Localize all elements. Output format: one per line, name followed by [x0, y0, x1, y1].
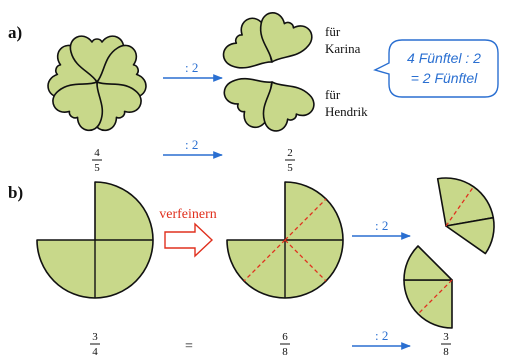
frac-a-right-den: 5: [287, 162, 293, 174]
frac-a-right-num: 2: [287, 147, 293, 159]
for-karina-line1: für: [325, 24, 341, 39]
pieces-upper: [438, 170, 500, 259]
part-a-label: a): [8, 23, 22, 42]
pieces-lower: [404, 246, 452, 328]
flower-hendrik: [220, 62, 318, 135]
frac-a-left-num: 4: [94, 147, 100, 159]
flower-four-fifths: [45, 36, 149, 135]
frac-b-left-num: 3: [92, 331, 98, 343]
op-b-top: : 2: [375, 218, 388, 233]
bubble-line2: = 2 Fünftel: [411, 70, 478, 86]
bubble-line1: 4 Fünftel : 2: [407, 50, 481, 66]
equals-sign: =: [185, 339, 193, 354]
for-hendrik-line2: Hendrik: [325, 104, 368, 119]
op-b-bottom: : 2: [375, 328, 388, 343]
op-a-bottom: : 2: [185, 137, 198, 152]
speech-bubble: [375, 40, 498, 97]
frac-b-right-den: 8: [443, 346, 449, 358]
frac-b-left-den: 4: [92, 346, 98, 358]
refine-label: verfeinern: [159, 207, 217, 222]
op-a-top: : 2: [185, 60, 198, 75]
frac-b-mid-num: 6: [282, 331, 288, 343]
flower-karina: [219, 9, 315, 84]
frac-b-mid-den: 8: [282, 346, 288, 358]
refine-arrow: [165, 224, 212, 256]
for-karina-line2: Karina: [325, 41, 361, 56]
frac-a-left-den: 5: [94, 162, 100, 174]
three-quarter-circle: [37, 182, 153, 298]
for-hendrik-line1: für: [325, 87, 341, 102]
frac-b-right-num: 3: [443, 331, 449, 343]
part-b-label: b): [8, 183, 23, 202]
six-eighths-circle: [227, 182, 343, 298]
